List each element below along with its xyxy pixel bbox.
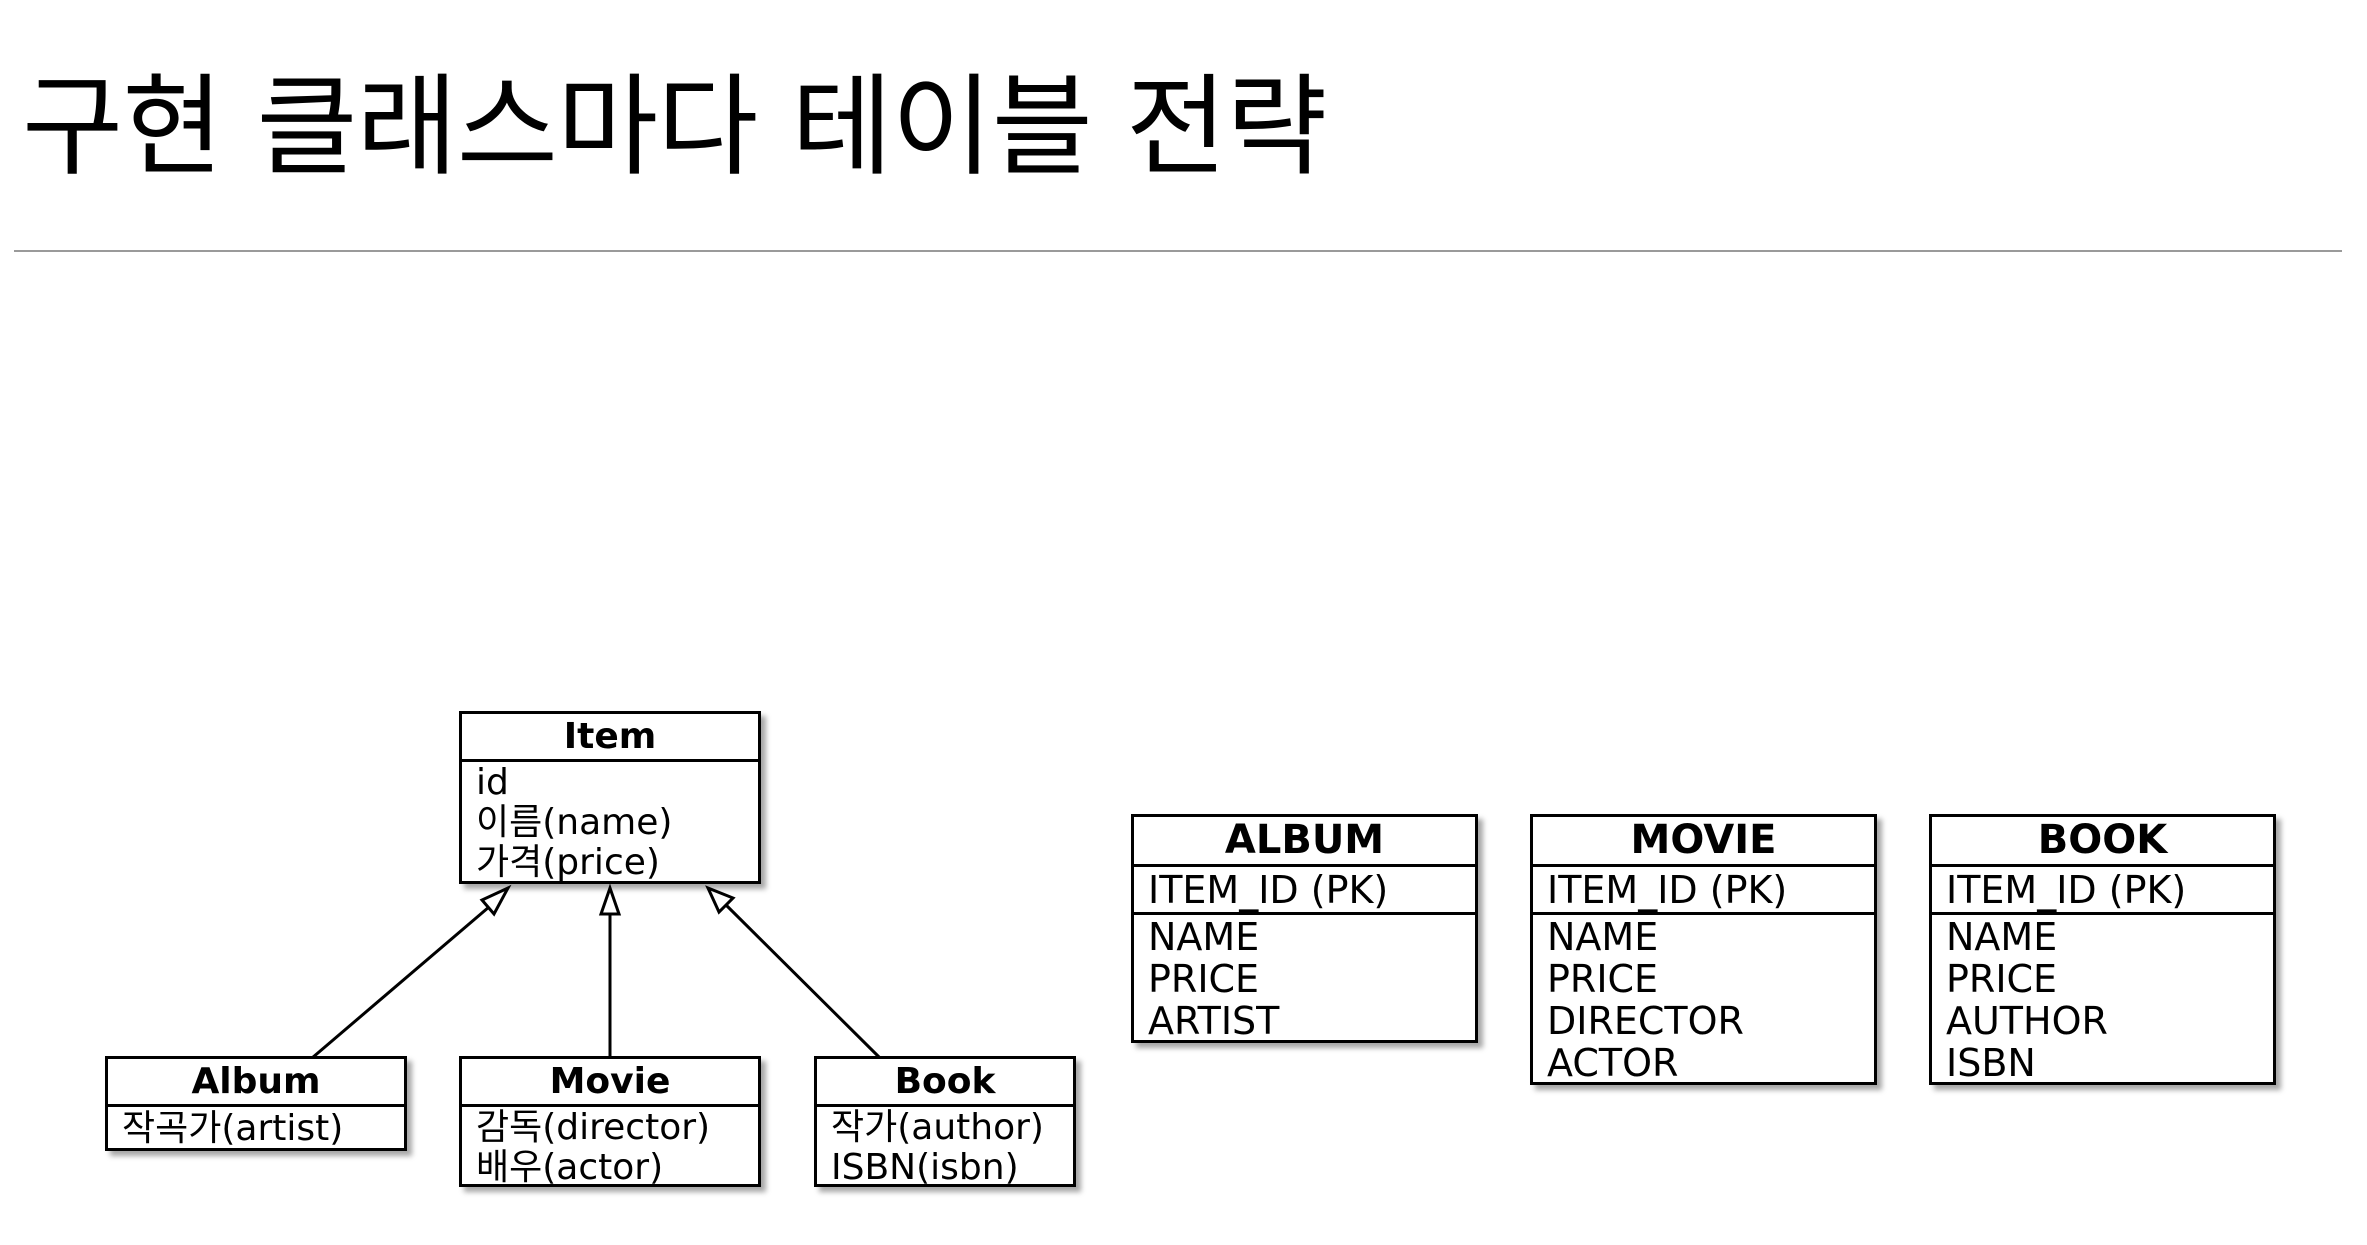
table-book-pk: ITEM_ID (PK) xyxy=(1932,867,2273,915)
album-to-item-arrow-line xyxy=(311,899,497,1060)
table-book-column: PRICE xyxy=(1946,957,2058,1001)
class-album-attr: 작곡가(artist) xyxy=(122,1108,344,1149)
class-item-attr: 가격(price) xyxy=(476,842,660,883)
class-movie-name: Movie xyxy=(462,1059,758,1107)
page-title: 구현 클래스마다 테이블 전략 xyxy=(22,63,1327,191)
table-movie-name: MOVIE xyxy=(1533,817,1874,867)
table-book-column: AUTHOR xyxy=(1946,999,2108,1043)
class-movie-attributes: 감독(director) 배우(actor) xyxy=(462,1107,758,1188)
table-movie-column: ACTOR xyxy=(1547,1041,1679,1084)
class-movie-attr: 감독(director) xyxy=(476,1107,711,1148)
table-book-column: NAME xyxy=(1946,915,2058,959)
class-item-attributes: id 이름(name) 가격(price) xyxy=(462,762,758,883)
table-album-column: NAME xyxy=(1148,915,1260,959)
class-album-name: Album xyxy=(108,1059,404,1107)
class-book-attributes: 작가(author) ISBN(isbn) xyxy=(817,1107,1073,1188)
book-generalization-arrowhead xyxy=(705,885,736,915)
class-item: Item id 이름(name) 가격(price) xyxy=(459,711,761,884)
table-movie-column: PRICE xyxy=(1547,957,1659,1001)
table-movie: MOVIE ITEM_ID (PK) NAME PRICE DIRECTOR A… xyxy=(1530,814,1877,1085)
table-book: BOOK ITEM_ID (PK) NAME PRICE AUTHOR ISBN xyxy=(1929,814,2276,1085)
album-generalization-arrowhead xyxy=(479,884,512,917)
table-album-column: PRICE xyxy=(1148,957,1260,1001)
class-book-name: Book xyxy=(817,1059,1073,1107)
table-album-pk: ITEM_ID (PK) xyxy=(1134,867,1475,915)
table-movie-pk: ITEM_ID (PK) xyxy=(1533,867,1874,915)
table-album-columns: NAME PRICE ARTIST xyxy=(1134,915,1475,1042)
class-album-attributes: 작곡가(artist) xyxy=(108,1107,404,1149)
table-book-column: ISBN xyxy=(1946,1041,2036,1084)
movie-generalization-arrowhead xyxy=(598,883,622,916)
table-movie-column: DIRECTOR xyxy=(1547,999,1744,1043)
table-album: ALBUM ITEM_ID (PK) NAME PRICE ARTIST xyxy=(1131,814,1478,1043)
table-movie-column: NAME xyxy=(1547,915,1659,959)
class-movie-attr: 배우(actor) xyxy=(476,1147,664,1188)
class-item-name: Item xyxy=(462,714,758,762)
class-book: Book 작가(author) ISBN(isbn) xyxy=(814,1056,1076,1188)
table-album-name: ALBUM xyxy=(1134,817,1475,867)
title-divider xyxy=(14,250,2342,252)
class-item-attr: id xyxy=(476,762,509,803)
class-album: Album 작곡가(artist) xyxy=(105,1056,407,1151)
table-book-name: BOOK xyxy=(1932,817,2273,867)
table-album-column: ARTIST xyxy=(1148,999,1280,1042)
table-movie-columns: NAME PRICE DIRECTOR ACTOR xyxy=(1533,915,1874,1084)
class-book-attr: 작가(author) xyxy=(831,1107,1044,1148)
book-to-item-arrow-line xyxy=(720,899,882,1060)
class-item-attr: 이름(name) xyxy=(476,802,673,843)
class-movie: Movie 감독(director) 배우(actor) xyxy=(459,1056,761,1188)
table-book-columns: NAME PRICE AUTHOR ISBN xyxy=(1932,915,2273,1084)
class-book-attr: ISBN(isbn) xyxy=(831,1147,1019,1188)
